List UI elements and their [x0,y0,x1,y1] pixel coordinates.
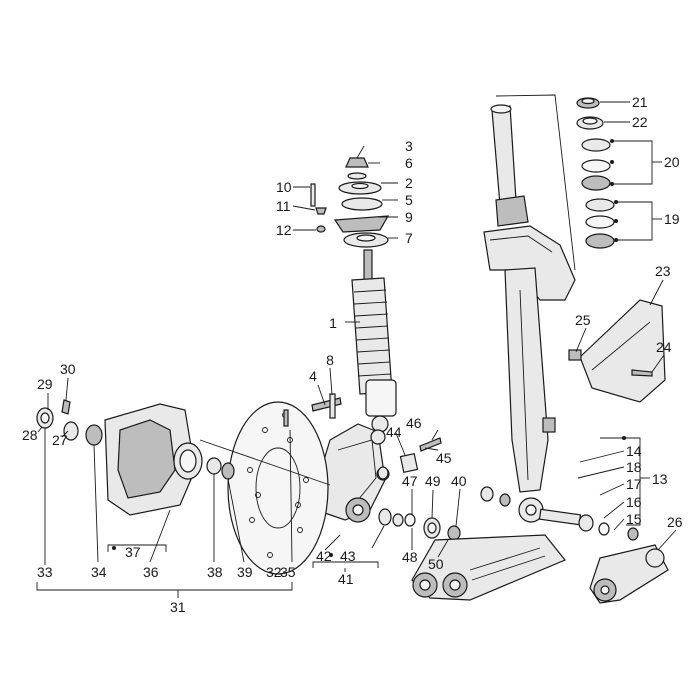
callout-32: 32 [266,564,282,580]
callout-45: 45 [436,450,452,466]
brake-bracket [314,423,390,523]
callout-41: 41 [338,571,354,587]
callout-18: 18 [626,459,642,475]
callout-47: 47 [402,473,418,489]
callout-31: 31 [170,599,186,615]
callout-27: 27 [52,432,68,448]
callout-9: 9 [405,209,413,225]
callout-12: 12 [276,222,292,238]
callout-7: 7 [405,230,413,246]
callout-5: 5 [405,192,413,208]
callout-6: 6 [405,155,413,171]
callout-40: 40 [451,473,467,489]
callout-3: 3 [405,138,413,154]
hub-small-parts [36,407,235,480]
leader-lines [36,94,677,598]
callout-38: 38 [207,564,223,580]
callout-11: 11 [276,198,291,214]
callout-36: 36 [143,564,159,580]
callout-1: 1 [329,315,337,331]
bracket-dots [112,139,626,557]
callout-20: 20 [664,154,680,170]
callout-24: 24 [656,339,672,355]
callout-labels: 1 2 3 4 5 6 7 8 9 10 11 12 13 14 15 16 1… [22,94,683,615]
callout-16: 16 [626,494,642,510]
callout-17: 17 [626,476,642,492]
callout-42: 42 [316,548,332,564]
callout-39: 39 [237,564,253,580]
small-bolts [61,393,342,427]
callout-14: 14 [626,443,642,459]
callout-22: 22 [632,114,648,130]
wheel-hub [104,403,203,516]
callout-19: 19 [664,211,680,227]
callout-13: 13 [652,471,668,487]
axle-parts [377,437,461,541]
callout-23: 23 [655,263,671,279]
callout-15: 15 [626,511,642,527]
callout-34: 34 [91,564,107,580]
swing-link-main [411,534,566,601]
callout-4: 4 [309,368,317,384]
steering-fork [483,104,576,523]
shock-absorber [351,249,397,433]
callout-30: 30 [60,361,76,377]
brake-disc [227,401,329,575]
callout-44: 44 [386,424,402,440]
callout-29: 29 [37,376,53,392]
callout-46: 46 [406,415,422,431]
callout-10: 10 [276,179,292,195]
callout-33: 33 [37,564,53,580]
callout-2: 2 [405,175,413,191]
callout-21: 21 [632,94,648,110]
swing-link-26 [589,544,669,604]
callout-37: 37 [125,544,141,560]
top-mounting-stack [310,157,390,248]
callout-43: 43 [340,548,356,564]
callout-50: 50 [428,556,444,572]
callout-26: 26 [667,514,683,530]
callout-48: 48 [402,549,418,565]
callout-49: 49 [425,473,441,489]
mudguard [568,299,666,403]
headset-bearings [576,97,615,249]
callout-25: 25 [575,312,591,328]
link-pins [480,486,639,541]
callout-28: 28 [22,427,38,443]
callout-8: 8 [326,352,334,368]
callout-35: 35 [280,564,296,580]
